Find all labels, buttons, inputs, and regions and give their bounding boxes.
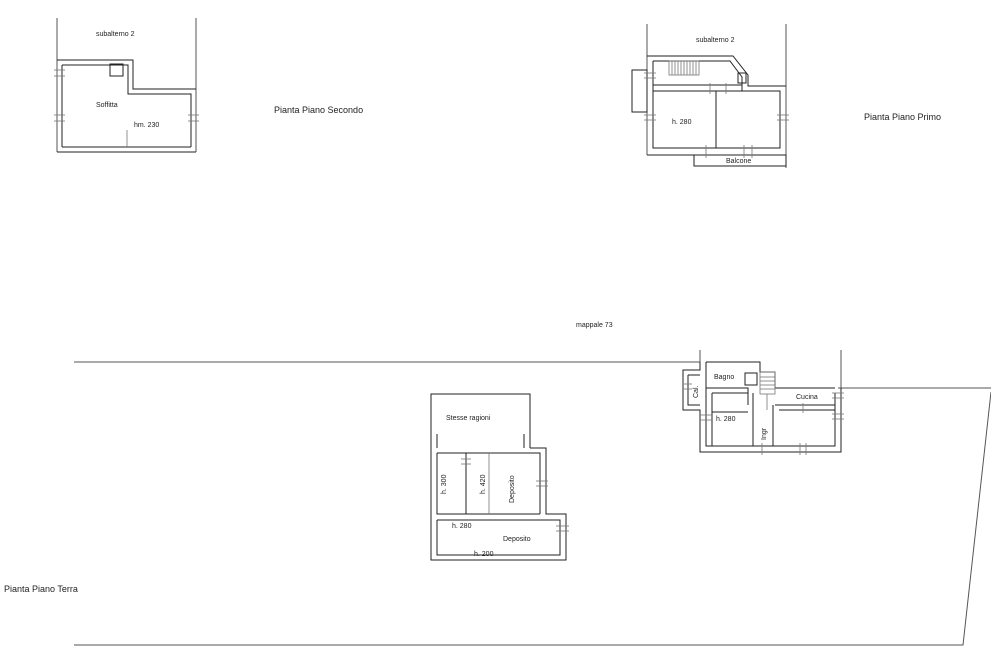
deposit-upper-inner — [436, 453, 540, 515]
map-reference-label: mappale 73 — [576, 322, 613, 329]
label-stesse-ragioni: Stesse ragioni — [446, 415, 491, 422]
deposit-outer-wall — [430, 447, 567, 561]
first-floor-chimney — [737, 72, 747, 84]
cal-inner-wall — [687, 375, 700, 406]
title-first-floor: Pianta Piano Primo — [864, 112, 941, 122]
stesse-ragioni-outline — [430, 393, 531, 448]
subalterno-label-second: subalterno 2 — [96, 31, 135, 38]
height-label-420: h. 420 — [480, 474, 487, 494]
deposit-inner-top — [437, 452, 541, 514]
height-label-first: h. 280 — [672, 119, 692, 126]
first-floor-plan: subalterno 2 h. 280 Balcone — [631, 24, 789, 168]
room-label-deposito-vertical: Deposito — [509, 475, 516, 503]
staircase-steps — [668, 60, 700, 76]
deposit-lower-inner — [436, 519, 561, 556]
height-label-300: h. 300 — [441, 474, 448, 494]
house-inner-wall — [705, 362, 836, 447]
room-label-cucina: Cucina — [796, 394, 818, 401]
title-second-floor: Pianta Piano Secondo — [274, 105, 363, 115]
room-label-deposito-horizontal: Deposito — [503, 536, 531, 543]
ground-floor-deposit-plan: Stesse ragioni h. 300 h. 420 Deposito h.… — [430, 393, 569, 561]
first-floor-inner-wall — [652, 60, 781, 149]
house-chimney — [744, 372, 758, 386]
height-label-280-ground: h. 280 — [452, 523, 472, 530]
ground-floor-house-plan: Bagno Cal. h. 280 Ingr Cucina — [682, 350, 844, 455]
room-label-cal: Cal. — [693, 385, 700, 398]
attic-top-wall-inner — [62, 64, 192, 147]
room-label-balcony: Balcone — [726, 158, 751, 165]
height-label-house: h. 280 — [716, 416, 736, 423]
house-stairs — [759, 371, 776, 410]
window-marks — [644, 72, 789, 158]
room-label-bagno: Bagno — [714, 374, 734, 381]
balcony-outline — [693, 154, 787, 167]
chimney-square — [109, 63, 124, 77]
plot-boundary-right-bottom — [74, 391, 991, 646]
window-marks — [54, 69, 199, 122]
house-outer-wall — [682, 362, 842, 453]
first-floor-side-annex — [631, 69, 648, 113]
subalterno-label-first: subalterno 2 — [696, 37, 735, 44]
room-label-attic: Soffitta — [96, 102, 118, 109]
height-label-attic: hm. 230 — [134, 122, 159, 129]
bagno-bottom-wall — [706, 387, 749, 405]
window-marks — [461, 458, 569, 532]
title-ground-floor: Pianta Piano Terra — [4, 584, 78, 594]
height-label-200: h. 200 — [474, 551, 494, 558]
window-marks — [684, 383, 844, 455]
second-floor-plan: subalterno 2 Soffitta hm. 230 — [54, 18, 199, 153]
first-floor-top-wall — [647, 55, 786, 87]
attic-top-wall — [57, 59, 196, 90]
room-label-ingr: Ingr — [761, 427, 768, 440]
